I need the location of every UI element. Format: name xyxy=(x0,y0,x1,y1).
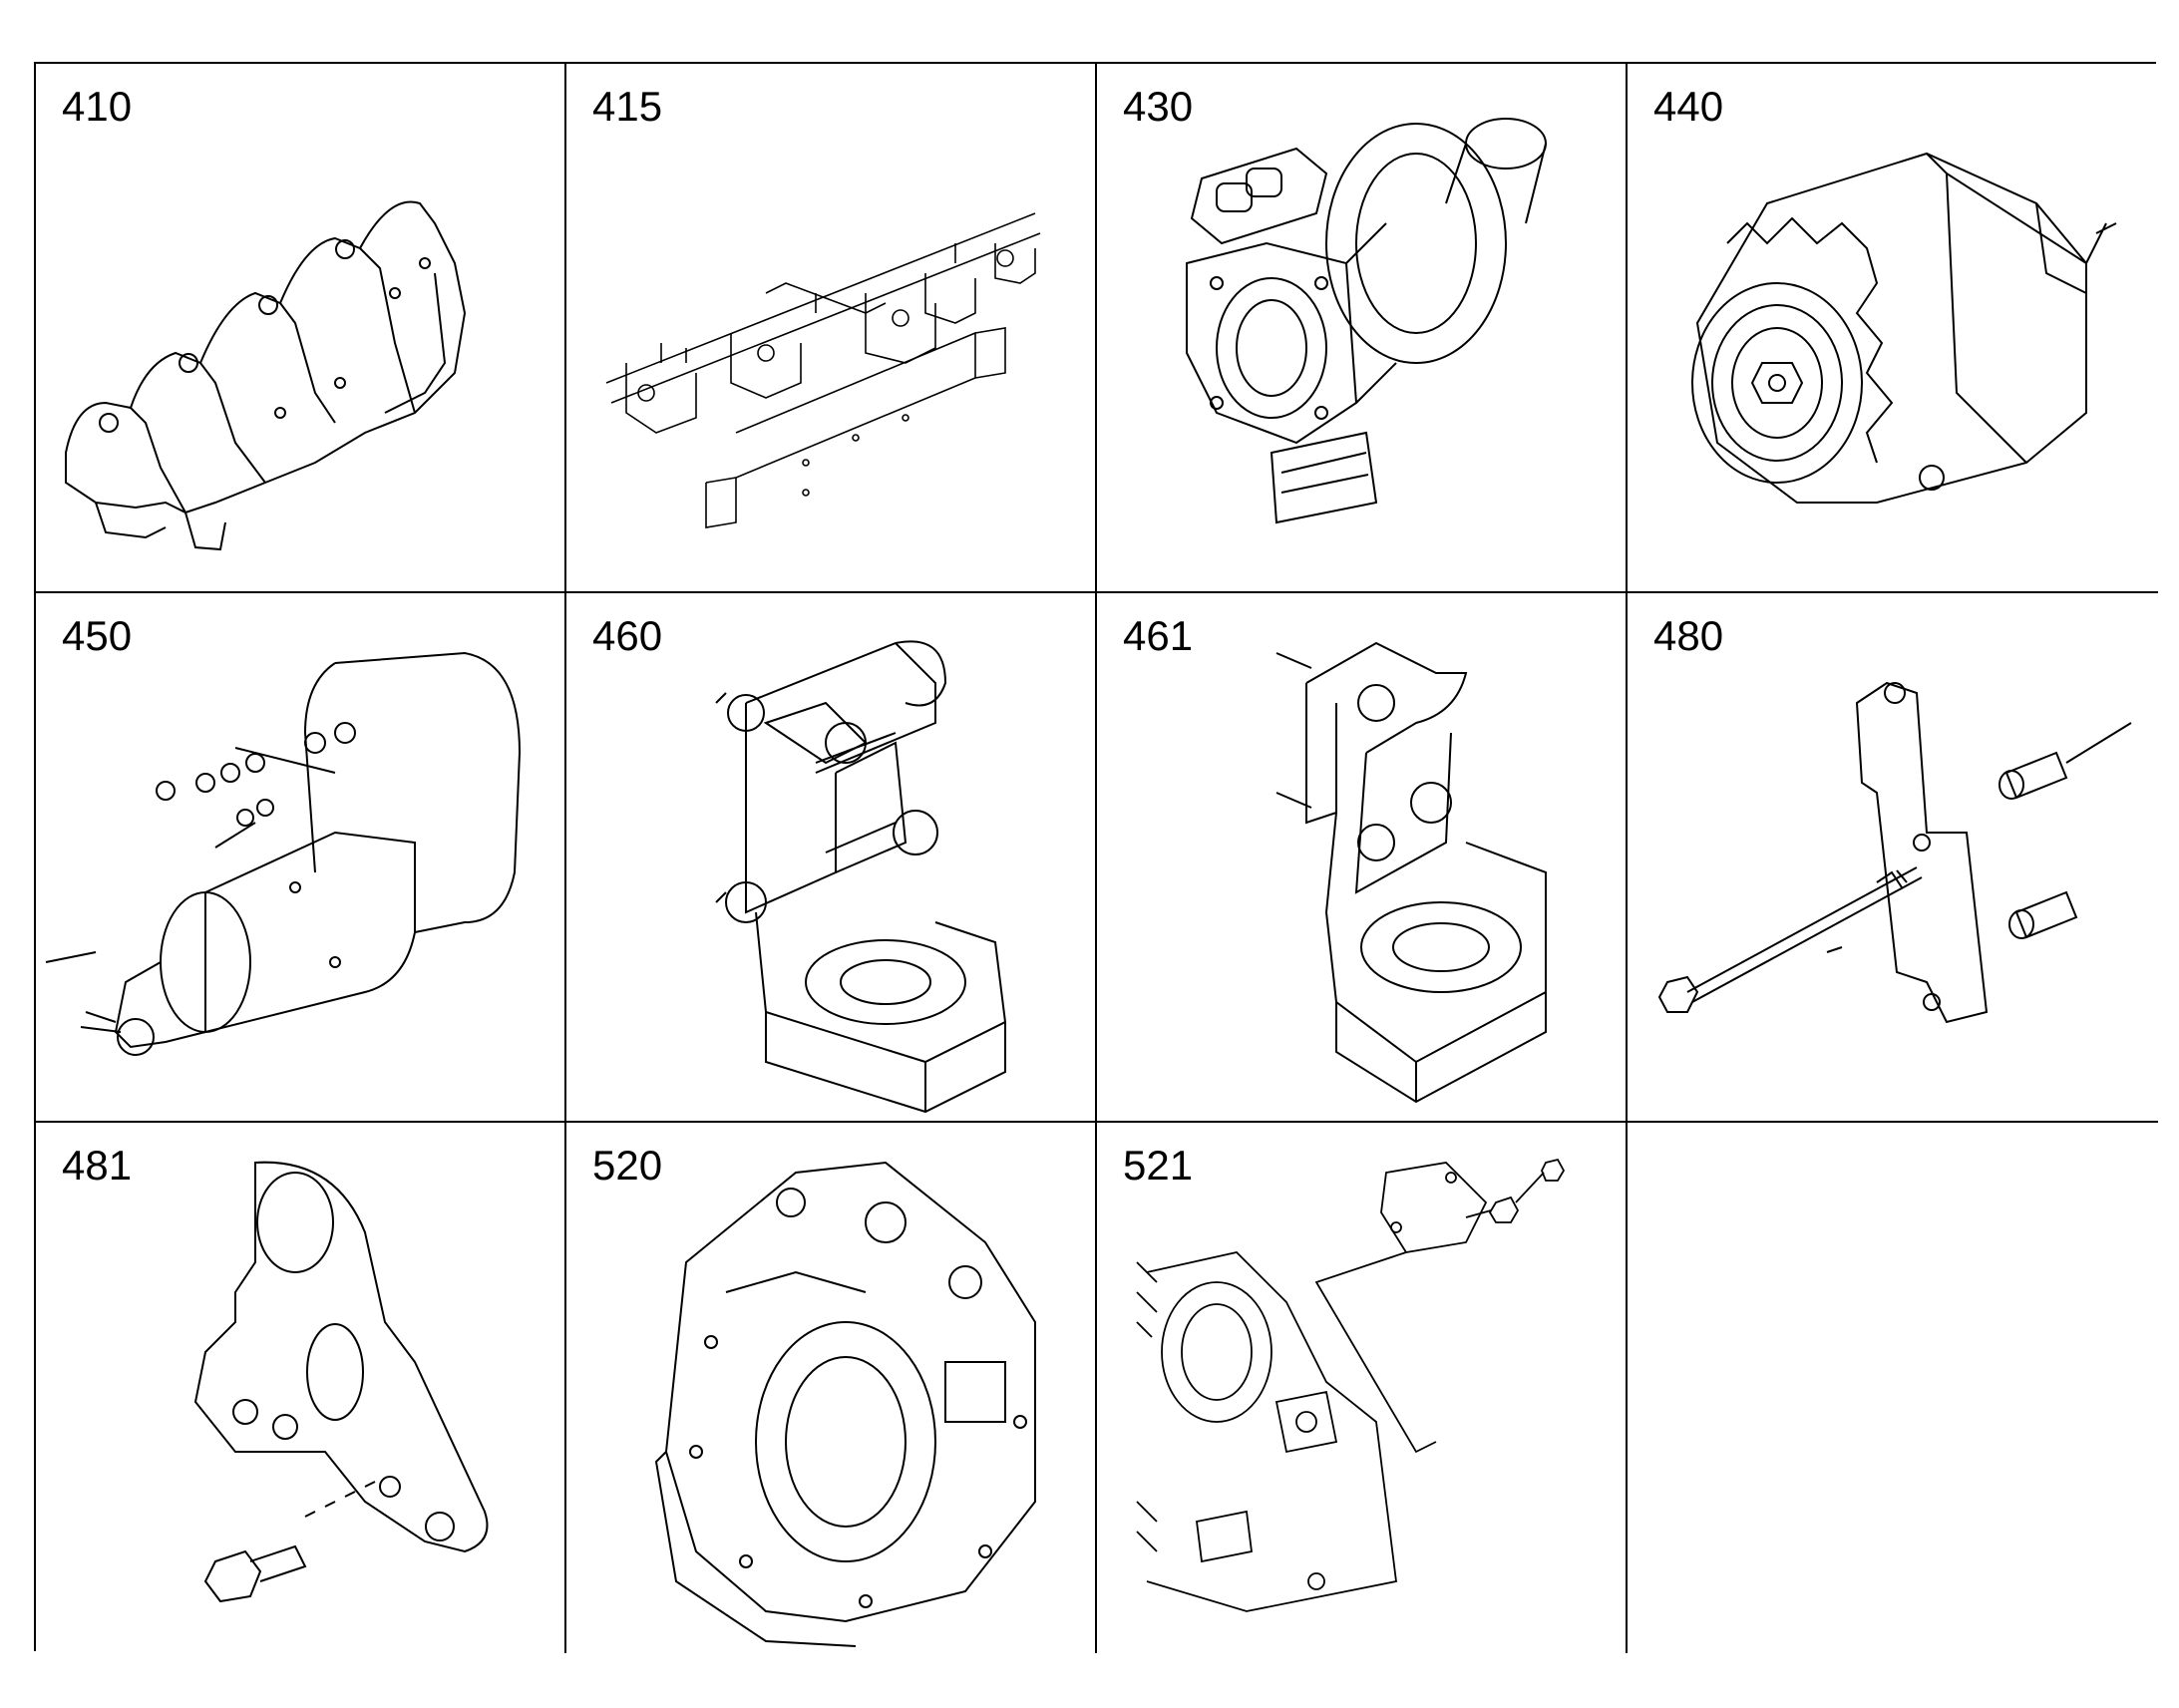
cell-481[interactable]: 481 xyxy=(36,1123,566,1653)
lifting-bracket-icon xyxy=(36,1123,566,1652)
cell-450[interactable]: 450 xyxy=(36,593,566,1123)
cell-415[interactable]: 415 xyxy=(566,64,1097,593)
part-number-label: 480 xyxy=(1653,612,1724,659)
cell-empty xyxy=(1628,1123,2158,1653)
part-number-label: 460 xyxy=(592,612,663,659)
part-number-label: 410 xyxy=(62,83,133,130)
cell-410[interactable]: 410 xyxy=(36,64,566,593)
engine-mount-bracket-icon xyxy=(1097,593,1628,1123)
cell-520[interactable]: 520 xyxy=(566,1123,1097,1653)
exhaust-manifold-icon xyxy=(36,64,566,593)
manifold-assembly-icon xyxy=(566,64,1097,593)
part-number-label: 430 xyxy=(1123,83,1194,130)
alternator-icon xyxy=(1628,64,2158,593)
turbocharger-icon xyxy=(1097,64,1628,593)
parts-grid: 410 415 xyxy=(34,62,2158,1653)
part-number-label: 461 xyxy=(1123,612,1194,659)
part-number-label: 440 xyxy=(1653,83,1724,130)
cell-430[interactable]: 430 xyxy=(1097,64,1628,593)
engine-mount-bracket-icon xyxy=(566,593,1097,1123)
flywheel-housing-icon xyxy=(566,1123,1097,1652)
cover-plate-icon xyxy=(1097,1123,1628,1652)
part-number-label: 481 xyxy=(62,1142,133,1189)
cell-440[interactable]: 440 xyxy=(1628,64,2158,593)
part-number-label: 521 xyxy=(1123,1142,1194,1189)
cell-461[interactable]: 461 xyxy=(1097,593,1628,1123)
cell-460[interactable]: 460 xyxy=(566,593,1097,1123)
cell-521[interactable]: 521 xyxy=(1097,1123,1628,1653)
bracket-bolt-spacers-icon xyxy=(1628,593,2158,1123)
starter-motor-icon xyxy=(36,593,566,1123)
part-number-label: 520 xyxy=(592,1142,663,1189)
cell-480[interactable]: 480 xyxy=(1628,593,2158,1123)
part-number-label: 450 xyxy=(62,612,133,659)
part-number-label: 415 xyxy=(592,83,663,130)
